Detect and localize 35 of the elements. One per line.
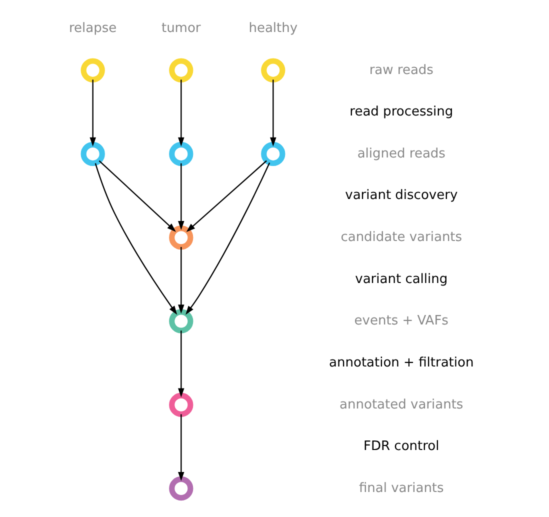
label: variant calling bbox=[354, 272, 448, 287]
arrow bbox=[178, 414, 184, 481]
arrow bbox=[98, 160, 176, 232]
label: FDR control bbox=[363, 439, 439, 454]
label: tumor bbox=[160, 20, 200, 36]
label: raw reads bbox=[368, 62, 433, 78]
node-circle bbox=[260, 142, 285, 166]
label: aligned reads bbox=[356, 146, 445, 162]
node-circle bbox=[168, 392, 193, 417]
node-circle bbox=[80, 58, 104, 82]
node-circle bbox=[168, 309, 193, 334]
arrow bbox=[89, 80, 96, 146]
arrow bbox=[270, 80, 276, 146]
label: relapse bbox=[68, 20, 116, 36]
arrow bbox=[178, 330, 184, 398]
label: final variants bbox=[358, 480, 444, 496]
label: events + VAFs bbox=[354, 314, 448, 329]
label: candidate variants bbox=[340, 230, 462, 246]
arrow bbox=[185, 162, 270, 315]
node-circle bbox=[168, 58, 193, 82]
node-circle bbox=[80, 142, 104, 166]
arrow bbox=[186, 160, 266, 232]
arrow bbox=[178, 80, 184, 146]
arrow bbox=[178, 246, 184, 314]
label: annotation + filtration bbox=[328, 355, 474, 370]
label: variant discovery bbox=[344, 188, 458, 204]
node-circle bbox=[168, 142, 193, 166]
node-circle bbox=[260, 58, 285, 82]
label: annotated variants bbox=[339, 397, 463, 412]
arrow bbox=[178, 163, 184, 230]
label: healthy bbox=[248, 20, 298, 36]
node-circle bbox=[168, 226, 193, 250]
arrow bbox=[94, 163, 177, 315]
label: read processing bbox=[349, 104, 453, 120]
node-circle bbox=[168, 476, 193, 501]
